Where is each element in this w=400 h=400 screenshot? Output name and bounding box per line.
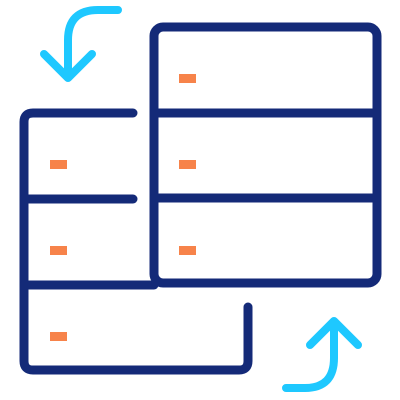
bottom-right-curved-arrow-icon <box>282 317 362 392</box>
arrow-head <box>40 50 96 82</box>
arrow-shaft <box>64 6 122 80</box>
front-server-indicators <box>50 160 67 341</box>
status-light <box>50 246 67 255</box>
front-server-outline <box>19 108 253 375</box>
back-server-stack <box>149 22 382 288</box>
status-light <box>179 74 196 83</box>
top-left-curved-arrow-icon <box>40 6 122 82</box>
front-server-stack <box>19 108 253 375</box>
back-server-outline <box>149 22 382 288</box>
status-light <box>50 332 67 341</box>
arrow-shaft <box>282 318 338 392</box>
back-server-indicators <box>179 74 196 255</box>
status-light <box>179 246 196 255</box>
status-light <box>50 160 67 169</box>
status-light <box>179 160 196 169</box>
arrow-head <box>306 317 362 349</box>
